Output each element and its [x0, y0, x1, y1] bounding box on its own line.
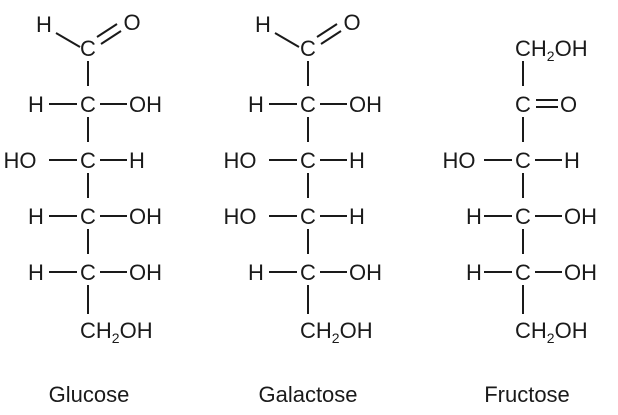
glucose-aldehyde-c: C — [80, 36, 96, 61]
fructose-row3-carbon: C — [515, 260, 531, 285]
fructose-row1-carbon: C — [515, 148, 531, 173]
fructose-row1-left: HO — [443, 148, 476, 173]
galactose-caption: Galactose — [258, 382, 357, 407]
glucose-row2-left: HO — [4, 148, 37, 173]
galactose-co-double-bond-a — [316, 23, 338, 38]
glucose-row4-right: OH — [129, 260, 162, 285]
fructose-ketone-c: C — [515, 92, 531, 117]
glucose-row1-carbon: C — [80, 92, 96, 117]
galactose-row4-left: H — [248, 260, 264, 285]
glucose-row3-carbon: C — [80, 204, 96, 229]
galactose-terminal-ch2oh: CH2OH — [300, 318, 373, 346]
galactose-row2-carbon: C — [300, 148, 316, 173]
galactose-row4-right: OH — [349, 260, 382, 285]
galactose-row1-left: H — [248, 92, 264, 117]
fructose-row2-left: H — [466, 204, 482, 229]
fructose-row2-right: OH — [564, 204, 597, 229]
glucose-aldehyde-o: O — [123, 10, 140, 35]
fructose-row2-carbon: C — [515, 204, 531, 229]
fructose-row3-right: OH — [564, 260, 597, 285]
fructose-terminal-ch2oh: CH2OH — [515, 318, 588, 346]
glucose-aldehyde-h: H — [36, 12, 52, 37]
fructose-top-ch2oh: CH2OH — [515, 36, 588, 64]
galactose-aldehyde-h: H — [255, 12, 271, 37]
galactose-structure: H C O H C OH HO C H HO C H H C OH CH2OH … — [224, 10, 383, 407]
glucose-row2-right: H — [129, 148, 145, 173]
galactose-row3-right: H — [349, 204, 365, 229]
glucose-h-c-bond — [55, 32, 81, 48]
galactose-row2-left: HO — [224, 148, 257, 173]
galactose-row3-left: HO — [224, 204, 257, 229]
glucose-row1-left: H — [28, 92, 44, 117]
fructose-row3-left: H — [466, 260, 482, 285]
glucose-row3-left: H — [28, 204, 44, 229]
glucose-row2-carbon: C — [80, 148, 96, 173]
glucose-co-double-bond-a — [96, 23, 118, 38]
glucose-terminal-ch2oh: CH2OH — [80, 318, 153, 346]
fructose-ketone-o: O — [560, 92, 577, 117]
galactose-aldehyde-c: C — [300, 36, 316, 61]
galactose-row1-carbon: C — [300, 92, 316, 117]
fructose-structure: CH2OH C O HO C H H C OH H C OH CH2OH Fru… — [443, 36, 598, 407]
fructose-row1-right: H — [564, 148, 580, 173]
glucose-row1-right: OH — [129, 92, 162, 117]
galactose-row1-right: OH — [349, 92, 382, 117]
galactose-h-c-bond — [274, 32, 300, 48]
galactose-row4-carbon: C — [300, 260, 316, 285]
fructose-caption: Fructose — [484, 382, 570, 407]
galactose-row3-carbon: C — [300, 204, 316, 229]
galactose-co-double-bond-b — [320, 30, 342, 45]
glucose-row4-left: H — [28, 260, 44, 285]
glucose-row4-carbon: C — [80, 260, 96, 285]
galactose-aldehyde-o: O — [343, 10, 360, 35]
glucose-row3-right: OH — [129, 204, 162, 229]
glucose-co-double-bond-b — [100, 30, 122, 45]
glucose-structure: H C O H C OH HO C H H C OH H C OH — [4, 10, 163, 407]
glucose-caption: Glucose — [49, 382, 130, 407]
galactose-row2-right: H — [349, 148, 365, 173]
